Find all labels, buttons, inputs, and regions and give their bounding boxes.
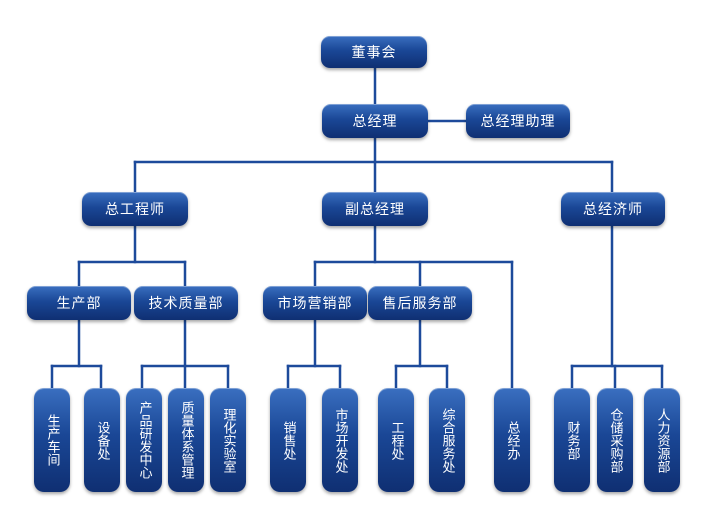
node-equipment-office: 设备处 <box>84 388 120 492</box>
node-production-dept: 生产部 <box>27 286 131 320</box>
node-after-sales-dept: 售后服务部 <box>368 286 472 320</box>
node-production-workshop: 生产车间 <box>34 388 70 492</box>
node-tech-quality-dept: 技术质量部 <box>134 286 238 320</box>
node-board: 董事会 <box>321 36 427 68</box>
node-deputy-gm: 副总经理 <box>322 192 428 226</box>
node-chief-economist: 总经济师 <box>561 192 665 226</box>
node-gm: 总经理 <box>322 104 428 138</box>
node-finance-dept: 财务部 <box>554 388 590 492</box>
node-marketing-dept: 市场营销部 <box>263 286 367 320</box>
node-product-rd-center: 产品研发中心 <box>126 388 162 492</box>
node-sales-office: 销售处 <box>270 388 306 492</box>
node-gm-assistant: 总经理助理 <box>466 104 570 138</box>
node-quality-system-mgmt: 质量体系管理 <box>168 388 204 492</box>
node-market-dev-office: 市场开发处 <box>322 388 358 492</box>
node-hr-dept: 人力资源部 <box>644 388 680 492</box>
node-physchem-lab: 理化实验室 <box>210 388 246 492</box>
node-warehouse-purchasing-dept: 仓储采购部 <box>597 388 633 492</box>
node-gm-office: 总经办 <box>494 388 530 492</box>
node-engineering-office: 工程处 <box>378 388 414 492</box>
node-chief-engineer: 总工程师 <box>82 192 188 226</box>
node-general-services-office: 综合服务处 <box>429 388 465 492</box>
